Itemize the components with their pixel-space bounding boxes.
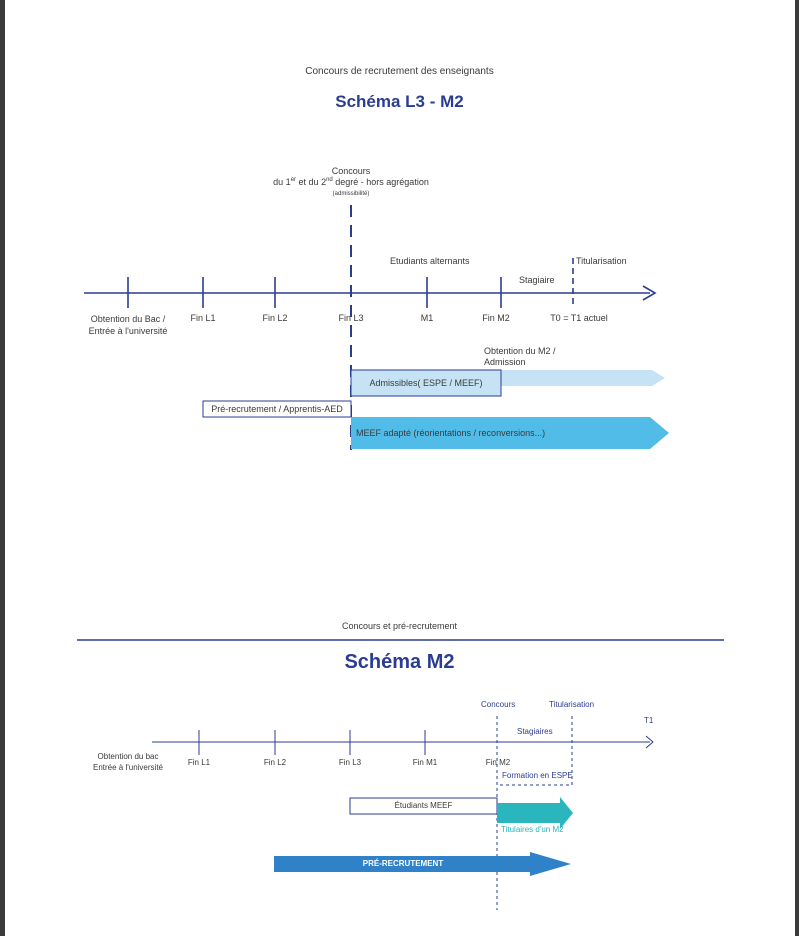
top-timeline-arrowhead [642,285,657,301]
top-stagiaire: Stagiaire [519,275,555,285]
bottom-titulaires-m2: Titulaires d'un M2 [501,825,564,834]
top-meef-adapte-label: MEEF adapté (réorientations / reconversi… [356,428,546,438]
top-admission-arrow [501,370,665,386]
top-pre-recrutement-label: Pré-recrutement / Apprentis-AED [211,404,343,414]
bottom-tick-label: Fin M1 [412,758,438,767]
top-tick-label: Fin L1 [190,313,216,323]
top-etudiants-alternants: Etudiants alternants [390,256,470,266]
bottom-tick-label: Fin M2 [485,758,511,767]
bottom-titularisation: Titularisation [549,700,595,709]
bottom-pre-recrutement-label: PRÉ-RECRUTEMENT [362,859,444,868]
top-tick-label: Fin M2 [482,313,510,323]
bottom-tick-label-bac: Obtention du bac Entrée à l'université [92,752,163,772]
bottom-formation-espe: Formation en ESPE [502,771,573,780]
top-tick-label: Fin L2 [262,313,288,323]
top-admissibles-label: Admissibles( ESPE / MEEF) [369,378,483,388]
top-supertitle: Concours de recrutement des enseignants [305,66,494,77]
top-tick-label: T0 = T1 actuel [550,313,608,323]
top-admissibles-box [350,369,502,397]
top-concours-line1: Concours [331,166,371,176]
bottom-etudiants-meef-label: Étudiants MEEF [394,801,453,810]
bottom-stagiaires: Stagiaires [517,727,553,736]
bottom-tick-label: Fin L2 [263,758,287,767]
bottom-timeline-arrowhead [645,735,654,749]
top-tick-label: M1 [420,313,434,323]
bottom-t1: T1 [644,716,654,725]
top-obtention-m2: Obtention du M2 / Admission [484,346,556,367]
bottom-title: Schéma M2 [344,651,455,673]
bottom-titulaires-arrow [497,797,573,829]
bottom-supertitle: Concours et pré-recrutement [341,621,458,631]
bottom-ticks [198,730,426,755]
top-titularisation: Titularisation [576,256,627,266]
top-tick-label: Fin L3 [338,313,364,323]
top-ticks [127,277,502,308]
top-title: Schéma L3 - M2 [335,92,464,111]
bottom-concours: Concours [481,700,516,709]
bottom-tick-label: Fin L3 [338,758,362,767]
top-concours-line3: (admissibilité) [332,191,370,197]
top-meef-adapte-arrow [351,417,669,449]
top-concours-line2: du 1er et du 2nd degré - hors agrégation [273,177,429,187]
top-tick-label-bac: Obtention du Bac / Entrée à l'université [88,314,168,336]
bottom-pre-recrutement-arrow [274,852,571,876]
top-pre-recrutement-box [202,400,352,418]
bottom-tick-label: Fin L1 [187,758,211,767]
